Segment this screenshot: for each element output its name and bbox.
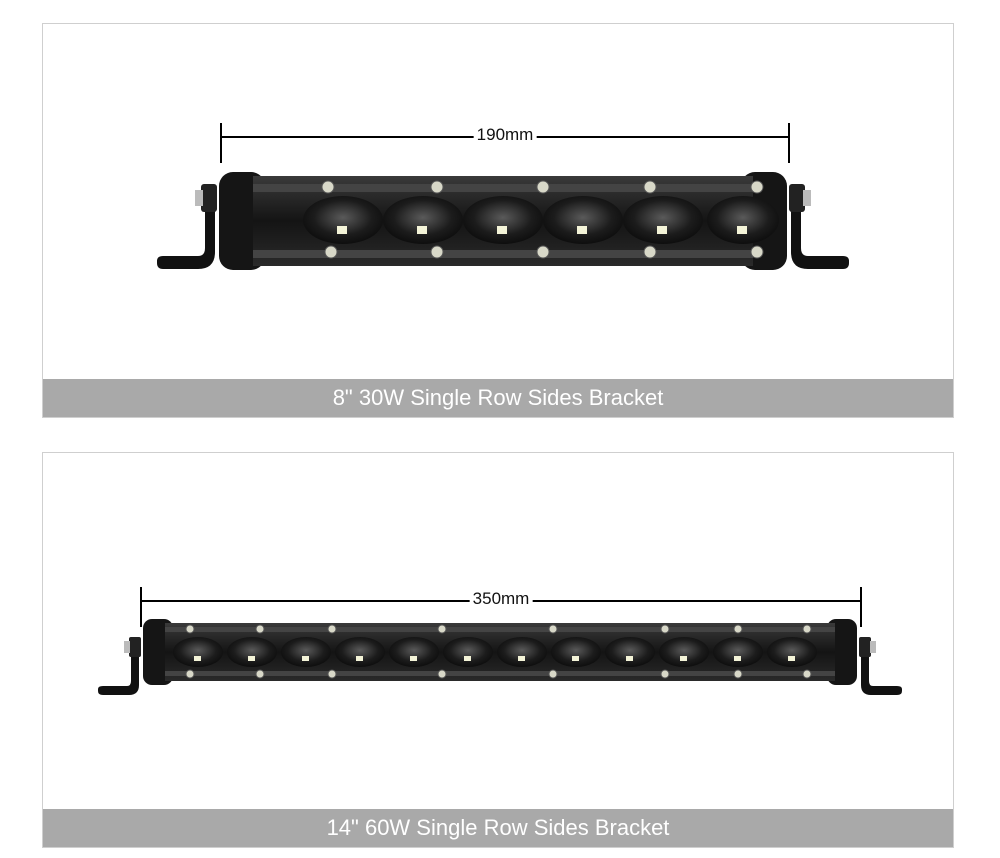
dimension-tick-left bbox=[220, 123, 222, 163]
right-bracket bbox=[791, 202, 849, 269]
caption-text: 14" 60W Single Row Sides Bracket bbox=[326, 815, 670, 840]
dimension-indicator: 350mm bbox=[140, 587, 862, 627]
dimension-tick-right bbox=[788, 123, 790, 163]
product-panel-14in: 350mm bbox=[42, 452, 954, 848]
product-panel-8in: 190mm bbox=[42, 23, 954, 418]
left-bracket bbox=[157, 202, 215, 269]
product-caption: 14" 60W Single Row Sides Bracket bbox=[43, 809, 953, 847]
dimension-label: 190mm bbox=[473, 125, 537, 145]
dimension-indicator: 190mm bbox=[220, 123, 790, 163]
dimension-tick-left bbox=[140, 587, 142, 627]
light-bar-image bbox=[157, 172, 849, 270]
dimension-tick-right bbox=[860, 587, 862, 627]
dimension-label: 350mm bbox=[469, 589, 533, 609]
product-caption: 8" 30W Single Row Sides Bracket bbox=[43, 379, 953, 417]
light-bar-image bbox=[98, 619, 902, 695]
caption-text: 8" 30W Single Row Sides Bracket bbox=[332, 385, 664, 410]
